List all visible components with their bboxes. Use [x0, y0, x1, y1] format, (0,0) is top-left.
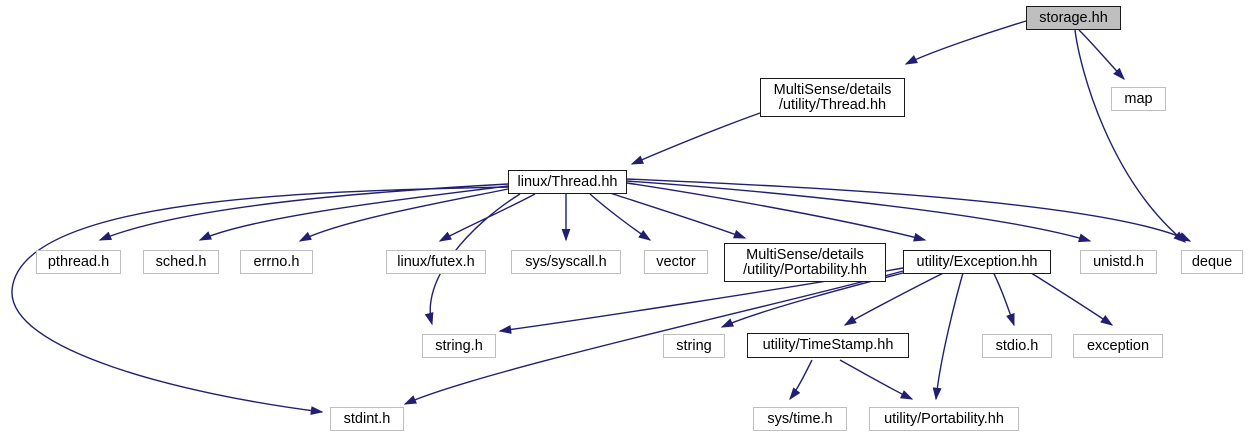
edge-linuxthread-to-pthread — [98, 183, 509, 241]
edge-exception_hh-to-portability — [932, 265, 966, 401]
graph-node-syscall[interactable]: sys/syscall.h — [511, 250, 621, 274]
graph-node-label: MultiSense/details /utility/Portability.… — [743, 246, 867, 278]
graph-node-timestamp[interactable]: utility/TimeStamp.hh — [747, 333, 909, 358]
graph-node-vector[interactable]: vector — [644, 250, 708, 274]
edge-msthread-to-linuxthread — [630, 112, 761, 165]
graph-node-map[interactable]: map — [1111, 87, 1166, 111]
graph-node-label: sched.h — [155, 253, 207, 270]
graph-node-label: sys/syscall.h — [525, 253, 607, 270]
graph-node-label: unistd.h — [1093, 253, 1144, 270]
graph-node-label: string.h — [435, 337, 483, 354]
edge-linuxthread-to-errno — [298, 188, 509, 242]
graph-node-label: exception — [1086, 337, 1150, 354]
graph-node-linuxthread[interactable]: linux/Thread.hh — [508, 170, 627, 194]
graph-node-label: MultiSense/details /utility/Thread.hh — [773, 81, 892, 113]
graph-node-exception[interactable]: exception — [1073, 334, 1163, 358]
graph-node-pthread[interactable]: pthread.h — [36, 250, 121, 274]
graph-node-systime[interactable]: sys/time.h — [753, 407, 847, 431]
graph-node-label: stdint.h — [343, 410, 391, 427]
edge-linuxthread-to-deque — [626, 178, 1192, 242]
graph-node-stringh[interactable]: string.h — [422, 334, 496, 358]
graph-node-string[interactable]: string — [663, 334, 725, 358]
edge-storage-to-deque — [1074, 29, 1187, 243]
graph-node-deque[interactable]: deque — [1181, 250, 1243, 274]
edge-group — [11, 20, 1192, 416]
edge-linuxthread-to-vector — [589, 193, 652, 241]
edge-exception_hh-to-stdio — [989, 265, 1015, 327]
edge-exception_hh-to-stdint — [403, 270, 904, 405]
graph-node-label: stdio.h — [995, 337, 1039, 354]
graph-node-label: storage.hh — [1039, 9, 1108, 26]
graph-node-errno[interactable]: errno.h — [240, 250, 313, 274]
graph-node-label: utility/Exception.hh — [916, 253, 1038, 270]
graph-node-stdio[interactable]: stdio.h — [982, 334, 1052, 358]
edge-linuxthread-to-futex — [438, 193, 536, 242]
edge-timestamp-to-systime — [789, 359, 813, 401]
graph-node-label: vector — [656, 253, 696, 270]
graph-node-label: string — [676, 337, 712, 354]
graph-node-futex[interactable]: linux/futex.h — [386, 250, 486, 274]
graph-node-label: map — [1124, 90, 1153, 107]
graph-node-sched[interactable]: sched.h — [143, 250, 219, 274]
edge-linuxthread-to-sched — [198, 185, 509, 241]
edge-linuxthread-to-unistd — [626, 180, 1092, 243]
graph-node-label: sys/time.h — [767, 410, 833, 427]
graph-node-label: utility/TimeStamp.hh — [762, 337, 894, 353]
graph-node-label: linux/futex.h — [397, 253, 475, 270]
graph-node-label: utility/Portability.hh — [884, 410, 1004, 427]
graph-node-msthread[interactable]: MultiSense/details /utility/Thread.hh — [760, 78, 905, 117]
graph-node-storage[interactable]: storage.hh — [1026, 6, 1121, 30]
graph-node-exception_hh[interactable]: utility/Exception.hh — [903, 250, 1051, 274]
edge-storage-to-msthread — [904, 20, 1027, 65]
graph-node-portability[interactable]: utility/Portability.hh — [869, 407, 1019, 431]
edge-linuxthread-to-stdint — [11, 186, 509, 416]
graph-node-label: pthread.h — [47, 253, 110, 270]
edge-timestamp-to-portability — [839, 359, 914, 400]
edge-storage-to-map — [1078, 29, 1125, 81]
graph-node-label: errno.h — [253, 253, 300, 270]
graph-node-label: linux/Thread.hh — [517, 173, 618, 190]
graph-node-label: deque — [1191, 253, 1233, 270]
edge-linuxthread-to-exception_hh — [626, 182, 927, 242]
edge-exception_hh-to-exception — [1019, 265, 1114, 326]
graph-node-msport[interactable]: MultiSense/details /utility/Portability.… — [724, 243, 886, 282]
graph-node-unistd[interactable]: unistd.h — [1080, 250, 1157, 274]
edge-linuxthread-to-msport — [609, 192, 747, 239]
graph-node-stdint[interactable]: stdint.h — [330, 407, 404, 431]
